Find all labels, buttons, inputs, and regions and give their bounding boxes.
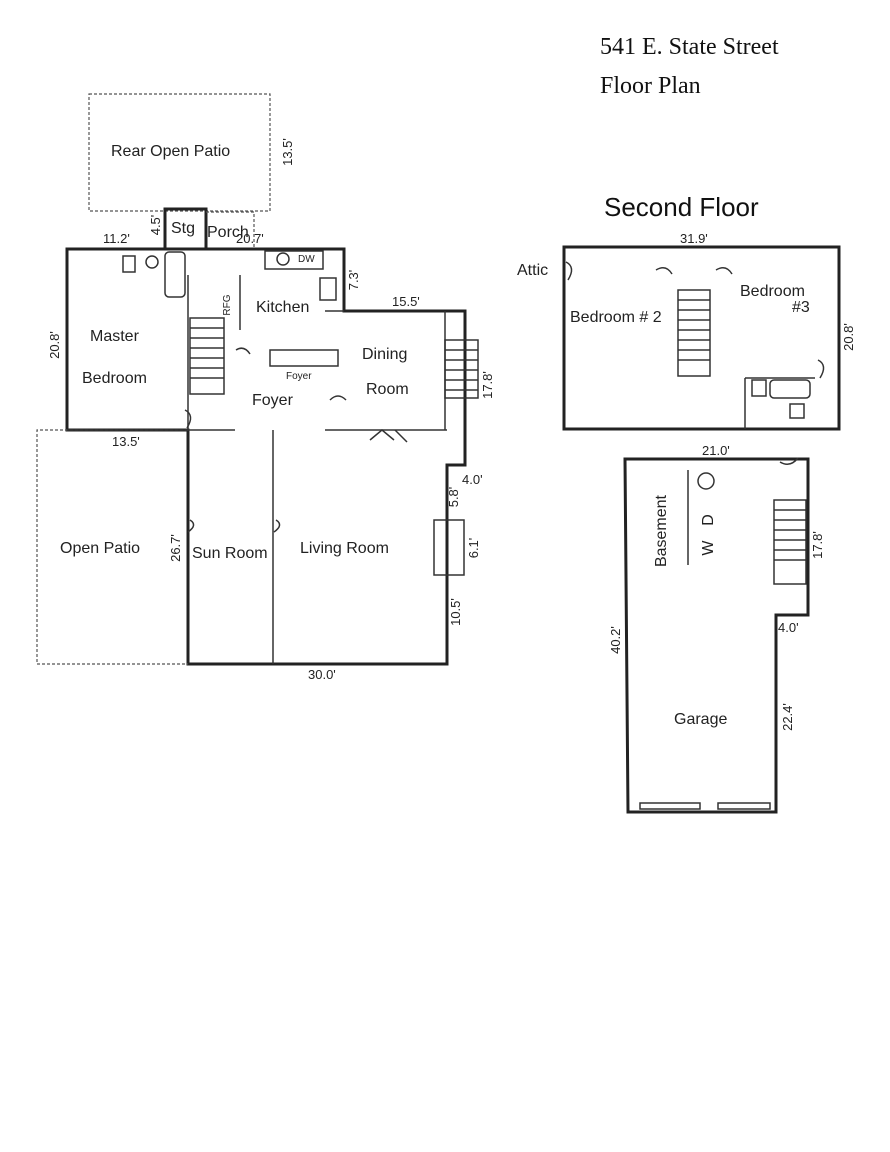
second-toilet xyxy=(751,379,767,397)
master-toilet xyxy=(122,255,136,273)
dim-6-1: 6.1' xyxy=(466,538,481,559)
master-bathtub xyxy=(164,251,186,298)
dim-21-0: 21.0' xyxy=(702,443,730,458)
door-sunroom xyxy=(187,519,195,533)
dining-stairs xyxy=(444,339,479,399)
basement-stairs xyxy=(773,499,807,585)
bedroom2-label: Bedroom # 2 xyxy=(570,309,662,326)
kitchen-counter xyxy=(264,250,324,270)
master-label: Master xyxy=(90,328,140,345)
dim-30-0: 30.0' xyxy=(308,667,336,682)
second-sink xyxy=(789,403,805,419)
rear-open-patio-label: Rear Open Patio xyxy=(111,143,230,160)
master-stairs xyxy=(189,317,225,395)
sun-room-label: Sun Room xyxy=(192,545,268,562)
second-bathtub xyxy=(769,379,811,399)
dim-13-5: 13.5' xyxy=(112,434,140,449)
fireplace xyxy=(433,519,465,576)
garage-door-2 xyxy=(717,802,771,810)
basement-label: Basement xyxy=(653,494,670,567)
door-bedroom3 xyxy=(715,267,733,275)
dim-20-7: 20.7' xyxy=(236,231,264,246)
dim-7-3: 7.3' xyxy=(346,270,361,291)
dim-31-9: 31.9' xyxy=(680,231,708,246)
address-text: 541 E. State Street xyxy=(600,34,779,60)
water-heater xyxy=(697,472,715,490)
door-basement xyxy=(779,457,799,465)
basement-floor: Basement W D Garage 21.0' 17.8' 40.2' 4.… xyxy=(608,443,825,814)
dim-26-7: 26.7' xyxy=(168,534,183,562)
bedroom3-number: #3 xyxy=(792,299,810,316)
door-living-west xyxy=(273,519,281,533)
dim-40-2: 40.2' xyxy=(608,626,623,654)
garage-label: Garage xyxy=(674,711,727,728)
dim-11-2: 11.2' xyxy=(103,231,130,246)
washer-label: W xyxy=(700,540,717,556)
door-foyer xyxy=(235,347,251,355)
porch-outline xyxy=(206,211,255,248)
kitchen-range xyxy=(319,277,337,301)
dim-rear-patio-depth: 13.5' xyxy=(280,138,295,166)
refrigerator-label: RFG xyxy=(222,294,233,315)
door-master xyxy=(184,409,192,429)
plan-title: Floor Plan xyxy=(600,73,701,99)
door-bedroom2 xyxy=(655,267,673,275)
master-sink xyxy=(145,255,159,269)
foyer-counter xyxy=(269,349,339,367)
dim-10-5: 10.5' xyxy=(448,598,463,626)
door-bedroom3-east xyxy=(817,359,825,379)
storage-label: Stg xyxy=(171,220,195,237)
second-floor-stairs xyxy=(677,289,711,377)
second-floor-outline xyxy=(562,245,841,431)
second-floor: Second Floor Attic Bedroom # 2 Bedroom #… xyxy=(517,192,856,431)
dim-17-8: 17.8' xyxy=(480,371,495,399)
dim-22-4: 22.4' xyxy=(780,703,795,731)
foyer-small-label: Foyer xyxy=(286,371,312,382)
dishwasher-label: DW xyxy=(298,254,315,265)
porch-label: Porch xyxy=(207,224,249,241)
dining-room-label: Room xyxy=(366,381,409,398)
door-attic xyxy=(565,261,573,281)
kitchen-sink xyxy=(276,252,290,266)
kitchen-label: Kitchen xyxy=(256,299,309,316)
living-room-label: Living Room xyxy=(300,540,389,557)
dim-15-5: 15.5' xyxy=(392,294,420,309)
open-patio-label: Open Patio xyxy=(60,540,140,557)
attic-label: Attic xyxy=(517,262,548,279)
dim-20-8: 20.8' xyxy=(47,331,62,359)
foyer-label: Foyer xyxy=(252,392,294,409)
door-dining xyxy=(329,395,347,401)
door-living xyxy=(369,429,408,443)
first-floor: Rear Open Patio 13.5' Stg Porch Open Pat… xyxy=(36,93,495,682)
dining-label: Dining xyxy=(362,346,407,363)
dim-4-5: 4.5' xyxy=(148,215,163,236)
dim-20-8b: 20.8' xyxy=(841,323,856,351)
garage-door-1 xyxy=(639,802,701,810)
master-bedroom-label: Bedroom xyxy=(82,370,147,387)
dim-17-8b: 17.8' xyxy=(810,531,825,559)
rear-open-patio-outline xyxy=(88,93,271,212)
second-floor-heading: Second Floor xyxy=(604,192,759,222)
dim-5-8: 5.8' xyxy=(446,487,461,508)
dryer-label: D xyxy=(700,514,717,526)
basement-outline xyxy=(623,457,810,814)
bedroom3-label: Bedroom xyxy=(740,283,805,300)
dim-4-0: 4.0' xyxy=(462,472,483,487)
dim-4-0b: 4.0' xyxy=(778,620,799,635)
